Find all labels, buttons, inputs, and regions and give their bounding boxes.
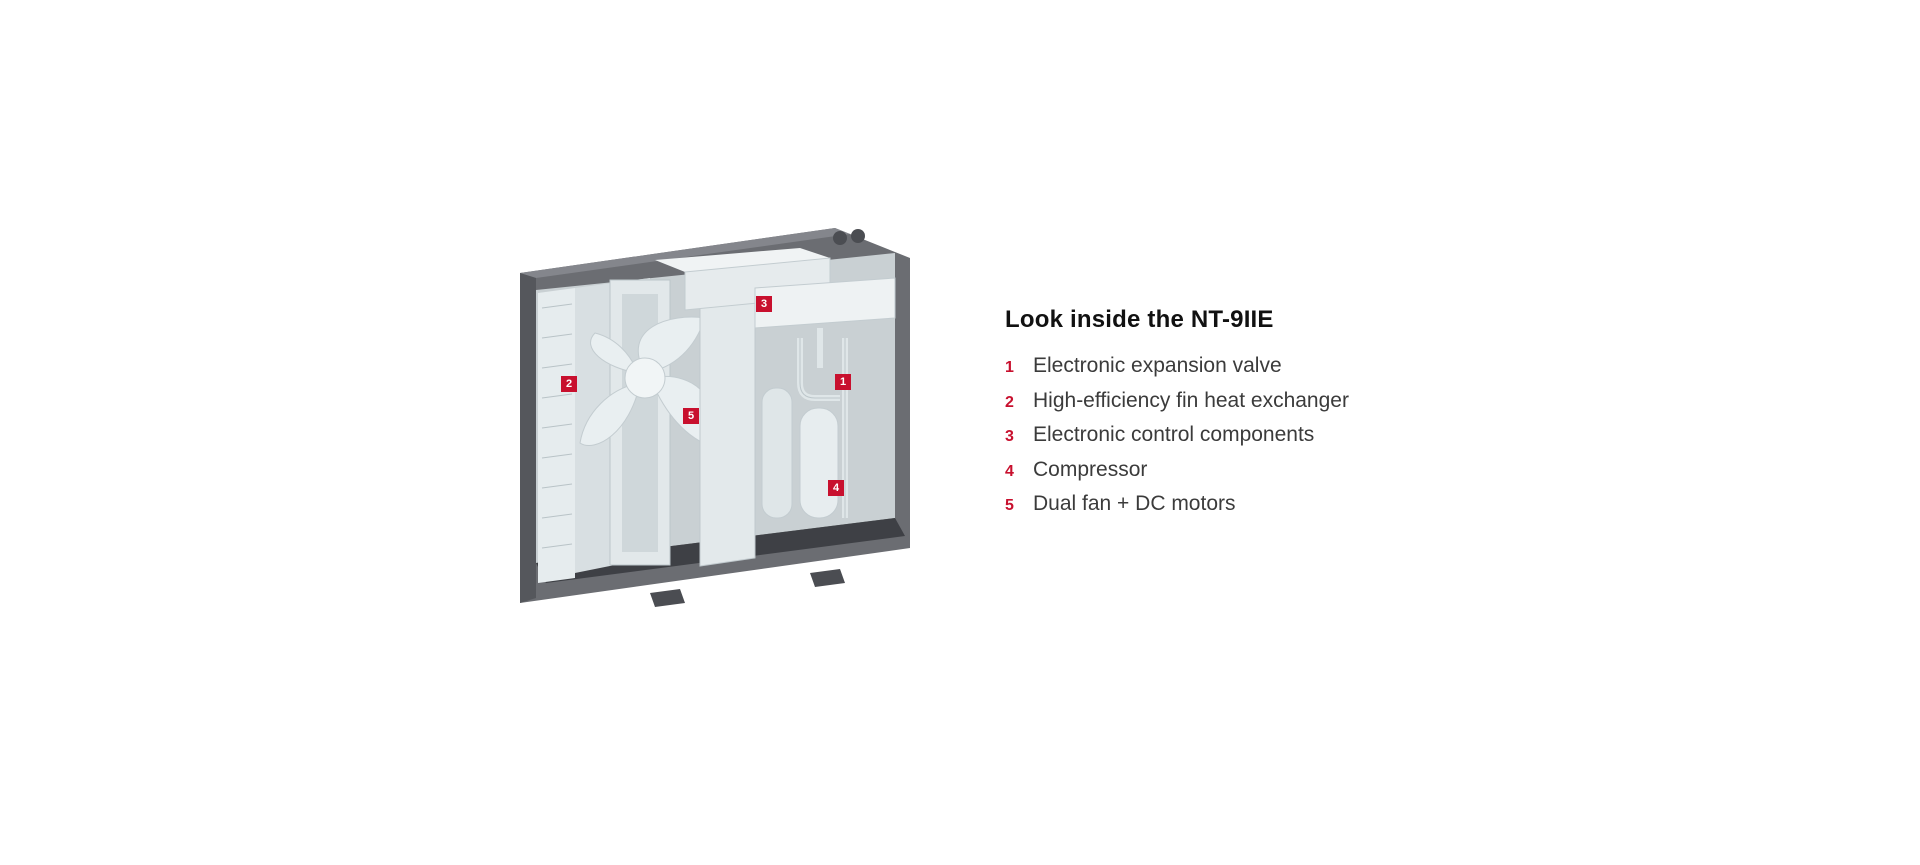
feature-item: 2 High-efficiency fin heat exchanger <box>1005 389 1525 424</box>
feature-item: 3 Electronic control components <box>1005 423 1525 458</box>
feature-item: 1 Electronic expansion valve <box>1005 354 1525 389</box>
marker-1: 1 <box>835 374 851 390</box>
feature-label: Electronic expansion valve <box>1033 354 1282 377</box>
feature-list: 1 Electronic expansion valve 2 High-effi… <box>1005 354 1525 527</box>
feature-label: Compressor <box>1033 457 1148 481</box>
marker-5: 5 <box>683 408 699 424</box>
marker-2: 2 <box>561 376 577 392</box>
marker-3: 3 <box>756 296 772 312</box>
fan-hub <box>624 357 666 399</box>
feature-item: 4 Compressor <box>1005 458 1525 493</box>
feature-number: 1 <box>1005 359 1014 376</box>
feature-number: 4 <box>1005 462 1014 480</box>
marker-4: 4 <box>828 480 844 496</box>
feature-number: 3 <box>1005 428 1014 445</box>
feature-label: High-efficiency fin heat exchanger <box>1033 388 1349 412</box>
fin-heat-exchanger <box>538 288 575 583</box>
feature-label: Dual fan + DC motors <box>1033 492 1236 515</box>
heat-pump-cutaway-drawing <box>520 228 910 607</box>
feature-label: Electronic control components <box>1033 423 1315 446</box>
feature-number: 2 <box>1005 393 1014 411</box>
feature-item: 5 Dual fan + DC motors <box>1005 492 1525 527</box>
info-panel: Look inside the NT-9IIE 1 Electronic exp… <box>1005 306 1525 527</box>
info-title: Look inside the NT-9IIE <box>1005 306 1274 333</box>
feature-number: 5 <box>1005 497 1014 514</box>
heat-pump-cutaway-illustration: 2 3 1 5 4 <box>500 218 920 618</box>
compressor <box>799 407 839 519</box>
